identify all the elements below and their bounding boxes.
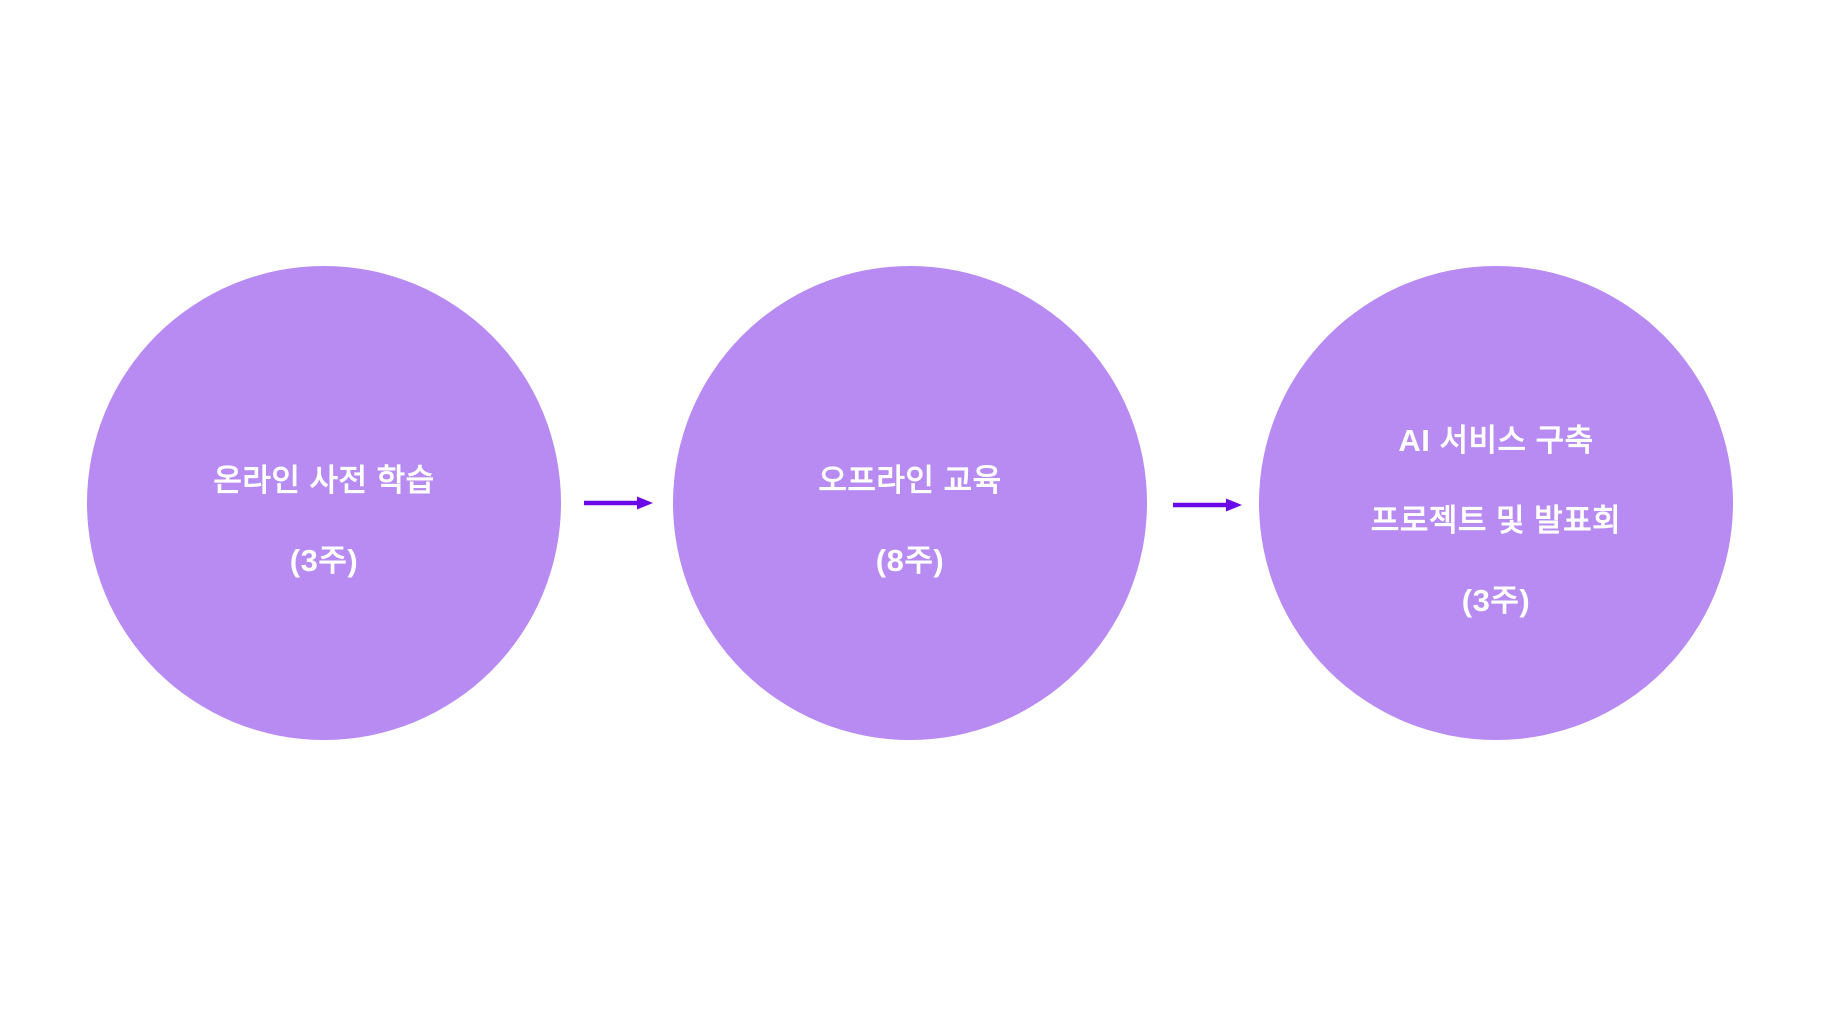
arrow-right-icon	[1173, 498, 1242, 512]
step-subtitle: 프로젝트 및 발표회	[1370, 503, 1622, 538]
step-title: 온라인 사전 학습	[213, 463, 435, 498]
step-duration: (8주)	[875, 543, 945, 578]
step-circle-online-pre-learning: 온라인 사전 학습 (3주)	[87, 266, 561, 740]
step-title: 오프라인 교육	[818, 463, 1002, 498]
step-duration: (3주)	[1461, 583, 1531, 618]
step-duration: (3주)	[289, 543, 359, 578]
arrow-right-icon	[584, 496, 653, 510]
step-circle-ai-service-project: AI 서비스 구축 프로젝트 및 발표회 (3주)	[1259, 266, 1733, 740]
step-title: AI 서비스 구축	[1398, 423, 1594, 458]
step-circle-offline-education: 오프라인 교육 (8주)	[673, 266, 1147, 740]
